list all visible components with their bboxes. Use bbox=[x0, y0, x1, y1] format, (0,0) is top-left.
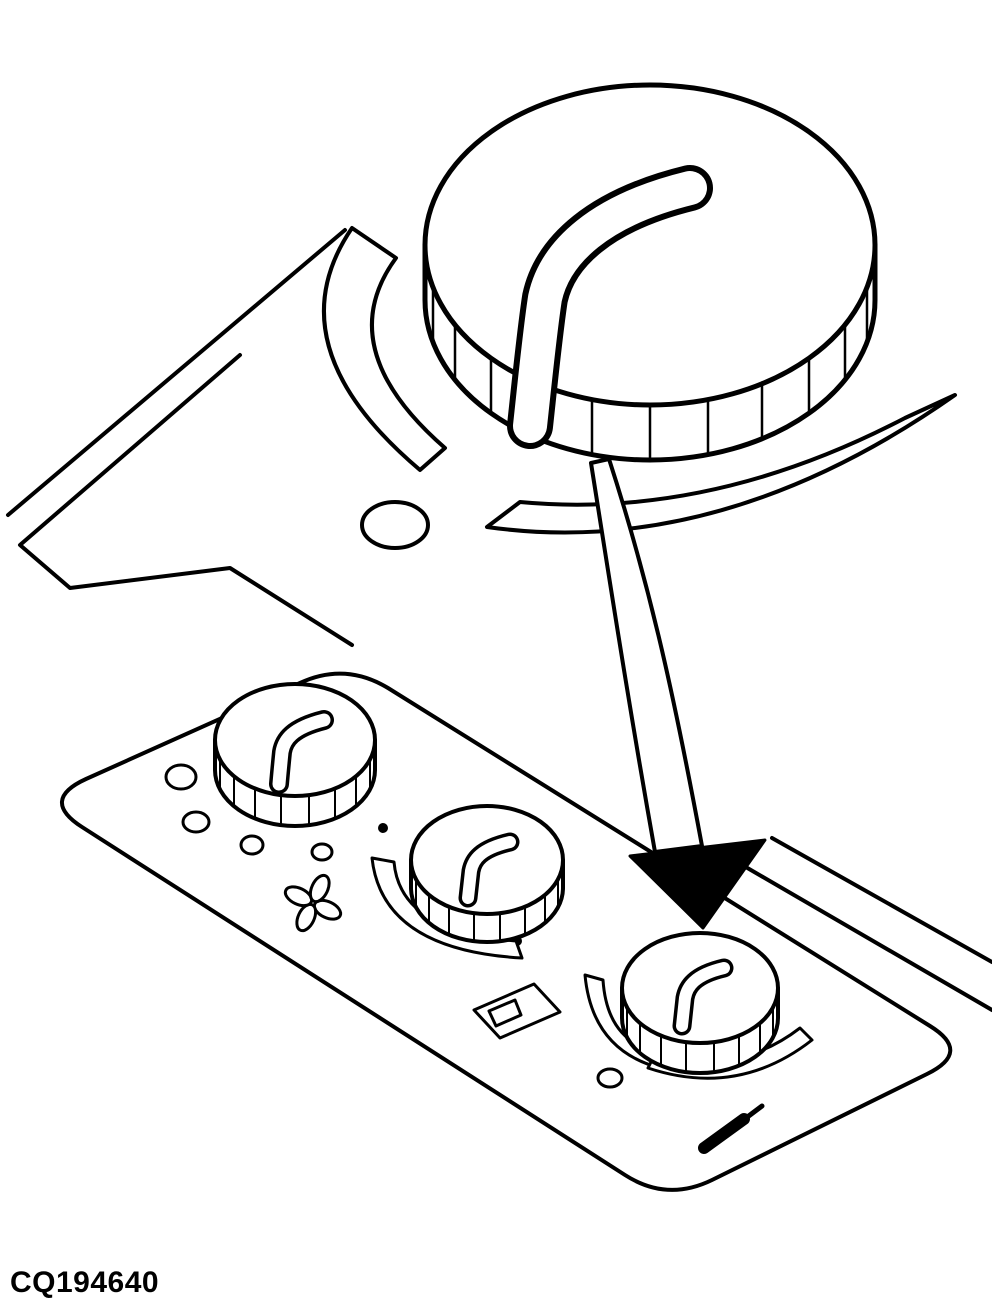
large-knob-slot bbox=[507, 165, 713, 449]
fan-icon bbox=[283, 873, 343, 933]
panel-holes bbox=[164, 763, 624, 1089]
lever-icon bbox=[698, 1103, 765, 1154]
rotation-arc-knob2 bbox=[370, 856, 524, 960]
small-knob-temp bbox=[409, 804, 565, 944]
small-knob-target bbox=[620, 931, 780, 1075]
rotation-arc-left bbox=[322, 226, 447, 472]
dash-edge-lines bbox=[6, 228, 354, 647]
vent-door-icon bbox=[472, 982, 562, 1040]
rotation-arc-right bbox=[485, 393, 957, 535]
dash-edge-lines-right bbox=[742, 836, 992, 1012]
dash-hole bbox=[360, 500, 430, 550]
large-knob bbox=[422, 82, 878, 463]
figure-code: CQ194640 bbox=[10, 1266, 160, 1299]
small-knob-fan bbox=[213, 682, 377, 828]
insert-arrow-icon bbox=[589, 457, 767, 930]
